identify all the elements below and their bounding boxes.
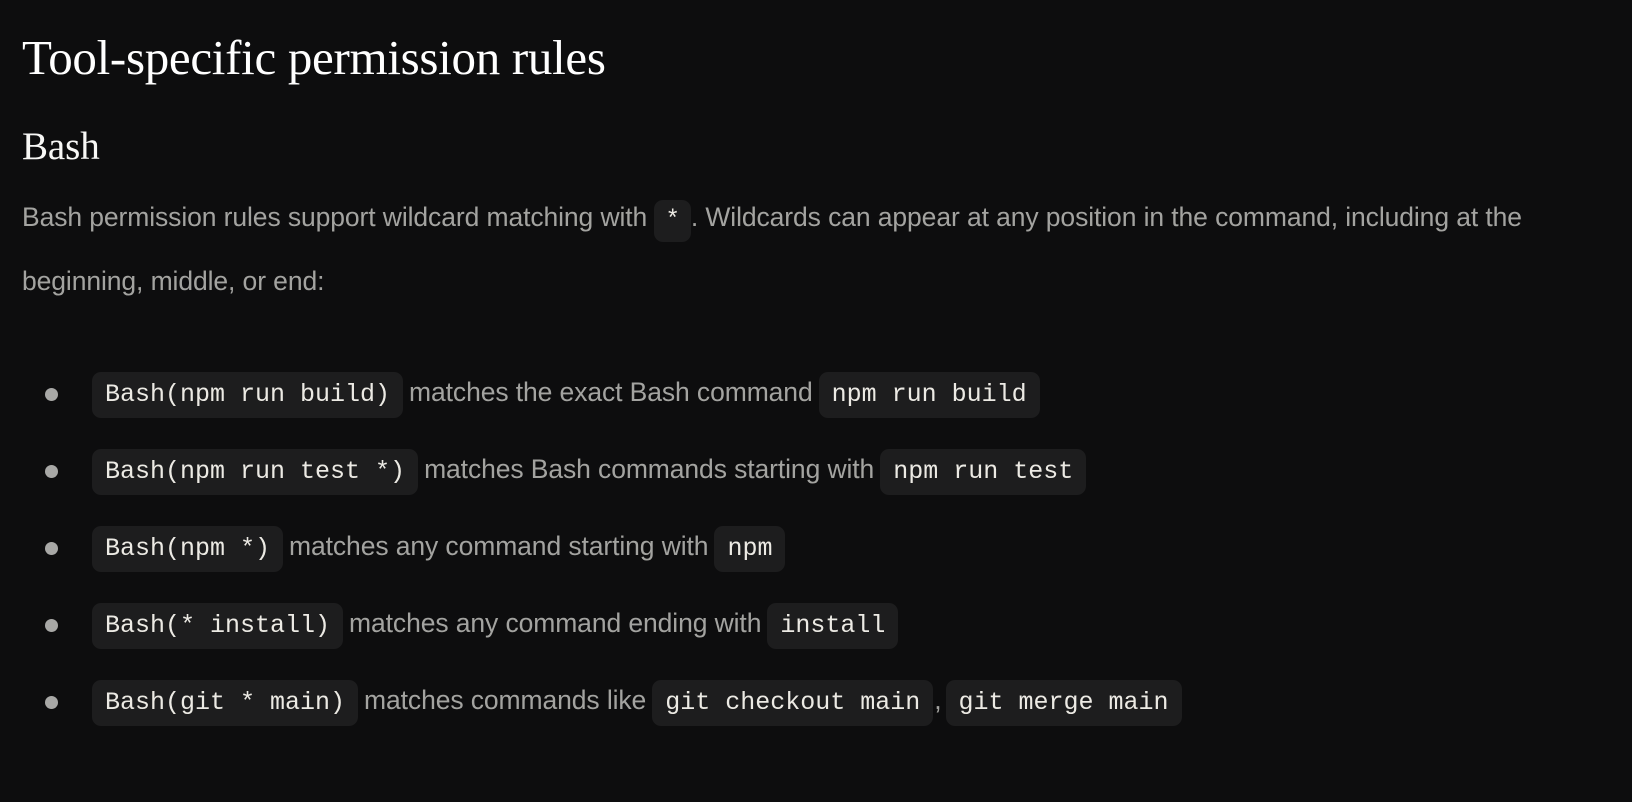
rule-example-code: npm run build [818,372,1040,418]
rule-description: matches commands like [364,685,647,715]
rule-description: matches any command starting with [289,531,709,561]
list-item: Bash(npm run build)matches the exact Bas… [20,355,1612,432]
rule-example-code: npm run test [880,449,1087,495]
permission-rules-list: Bash(npm run build)matches the exact Bas… [20,312,1612,740]
rule-pattern-code: Bash(git * main) [92,680,359,726]
bullet-icon [45,618,58,632]
list-item: Bash(npm *)matches any command starting … [20,509,1612,586]
inline-code-wildcard: * [654,200,691,242]
bullet-icon [45,541,58,555]
rule-pattern-code: Bash(npm run build) [92,372,404,418]
rule-description: matches any command ending with [349,608,762,638]
intro-paragraph: Bash permission rules support wildcard m… [20,166,1602,312]
rule-example-code: npm [714,526,786,572]
rule-description: matches the exact Bash command [409,377,813,407]
rule-pattern-code: Bash(* install) [92,603,344,649]
bullet-icon [45,464,58,478]
rule-pattern-code: Bash(npm *) [92,526,284,572]
example-separator: , [934,685,942,715]
list-item: Bash(npm run test *)matches Bash command… [20,432,1612,509]
rule-pattern-code: Bash(npm run test *) [92,449,419,495]
bullet-icon [45,695,58,709]
section-heading-bash: Bash [22,125,100,168]
rule-example-code: install [767,603,899,649]
list-item: Bash(* install)matches any command endin… [20,586,1612,663]
page-title: Tool-specific permission rules [22,30,606,85]
bullet-icon [45,387,58,401]
rule-example-code: git checkout main [652,680,934,726]
intro-text-part1: Bash permission rules support wildcard m… [22,202,648,232]
rule-example-code-secondary: git merge main [945,680,1182,726]
intro-text-part2: . Wildcards can appear at any position i… [22,202,1522,296]
rule-description: matches Bash commands starting with [424,454,875,484]
